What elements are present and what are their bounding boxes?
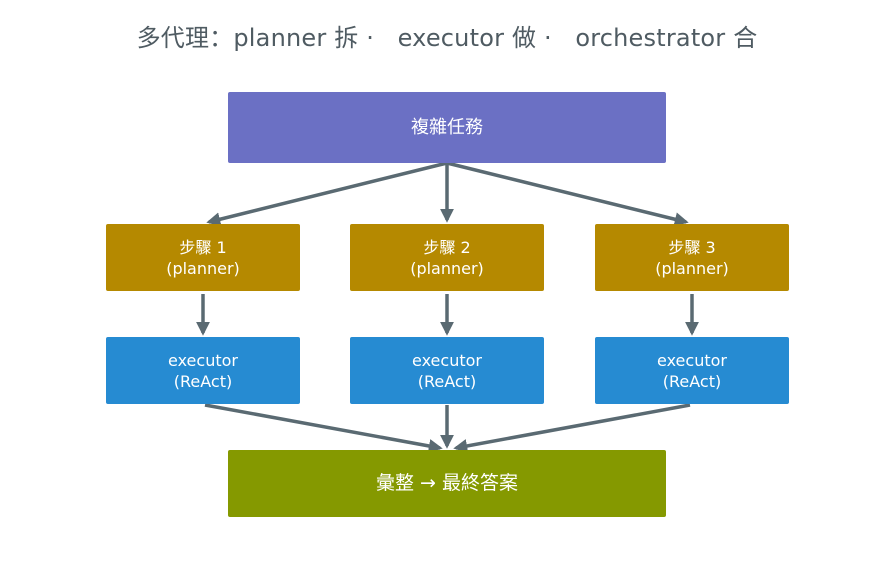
- executor-2-mode: (ReAct): [417, 371, 477, 391]
- step-2-role: (planner): [410, 258, 484, 278]
- executor-3-mode: (ReAct): [662, 371, 722, 391]
- diagram-title: 多代理：planner 拆 · executor 做 · orchestrato…: [136, 24, 758, 52]
- step-1-role: (planner): [166, 258, 240, 278]
- arrow-task-to-step-1: [206, 161, 448, 227]
- result-label: 彙整 → 最終答案: [376, 472, 518, 494]
- arrow-executor-1-to-result: [204, 403, 443, 453]
- executor-2-box: executor (ReAct): [350, 337, 544, 404]
- task-label: 複雜任務: [411, 117, 483, 138]
- arrow-task-to-step-3: [446, 161, 689, 227]
- result-box: 彙整 → 最終答案: [228, 450, 666, 517]
- executor-3-label: executor: [657, 350, 727, 370]
- planner-step-1-box: 步驟 1 (planner): [106, 224, 300, 291]
- executor-1-label: executor: [168, 350, 238, 370]
- executor-2-label: executor: [412, 350, 482, 370]
- executor-1-mode: (ReAct): [173, 371, 233, 391]
- planner-step-3-box: 步驟 3 (planner): [595, 224, 789, 291]
- step-3-label: 步驟 3: [668, 237, 716, 257]
- executor-3-box: executor (ReAct): [595, 337, 789, 404]
- step-2-label: 步驟 2: [423, 237, 471, 257]
- task-box: 複雜任務: [228, 92, 666, 163]
- executor-1-box: executor (ReAct): [106, 337, 300, 404]
- step-3-role: (planner): [655, 258, 729, 278]
- planner-step-2-box: 步驟 2 (planner): [350, 224, 544, 291]
- step-1-label: 步驟 1: [179, 237, 227, 257]
- arrow-executor-3-to-result: [453, 403, 691, 453]
